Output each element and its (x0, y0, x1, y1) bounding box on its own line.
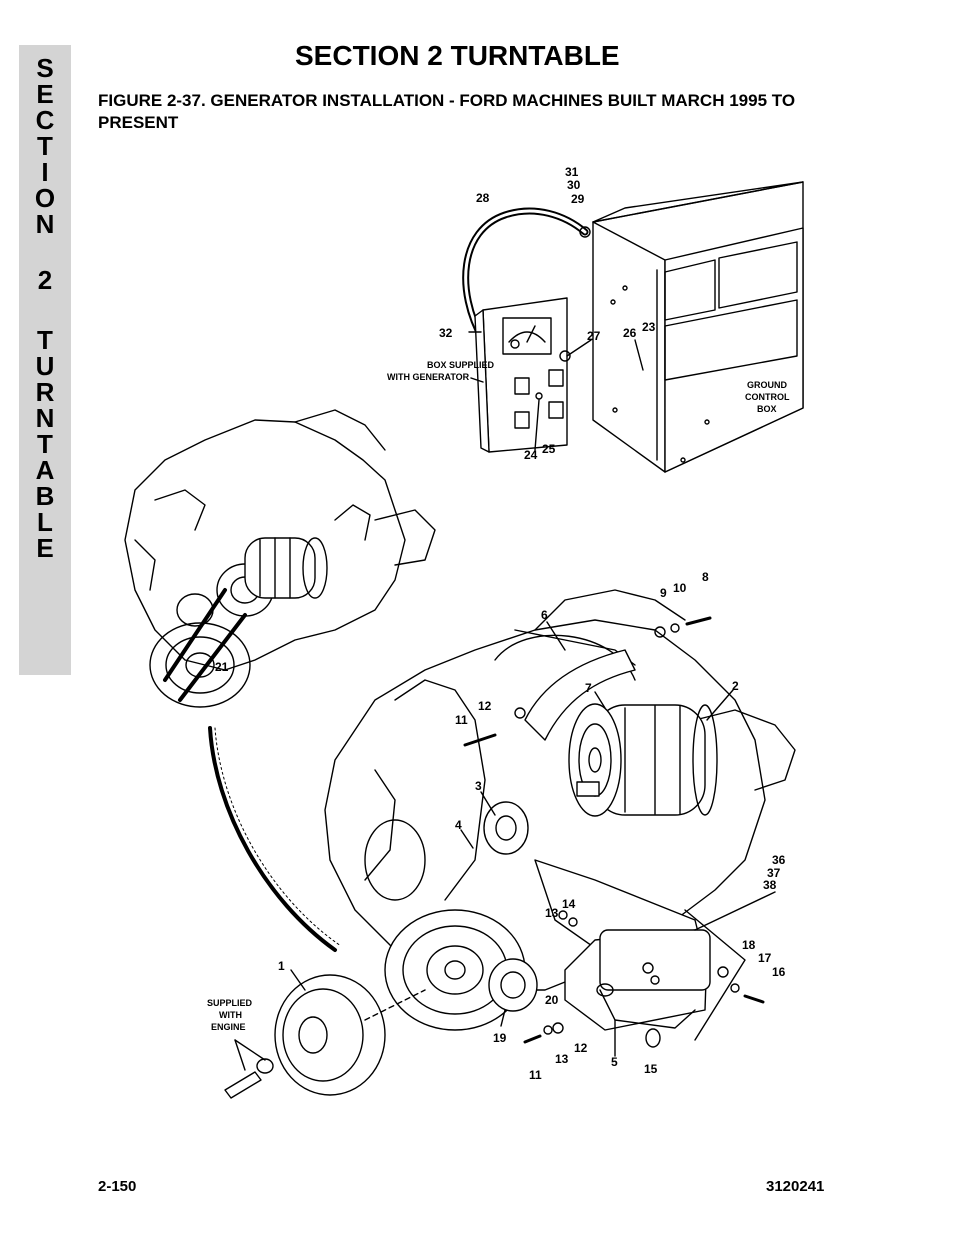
ground-control-box-drawing (592, 181, 804, 473)
callout-label: 36 (772, 853, 786, 867)
callout-label: 10 (673, 581, 687, 595)
note-supplied-engine-line2: WITH (219, 1010, 242, 1020)
page-number: 2-150 (98, 1178, 137, 1195)
callout-label: 12 (574, 1041, 588, 1055)
loose-pulley-drawing (274, 974, 386, 1096)
callout-label: 13 (545, 906, 559, 920)
callout-label: 2 (732, 679, 739, 693)
callout-label: 14 (562, 897, 576, 911)
tab-letter: U (35, 351, 55, 381)
callout-label: 21 (215, 660, 229, 674)
callout-label: 5 (611, 1055, 618, 1069)
callout-label: 7 (585, 681, 592, 695)
engine-small-drawing (124, 409, 436, 708)
tab-letter: N (35, 403, 55, 433)
tab-letter: I (41, 157, 49, 187)
tab-letter: 2 (37, 265, 53, 295)
tab-letter: T (37, 131, 53, 161)
tab-letter: S (36, 53, 54, 83)
engine-main-drawing (324, 589, 796, 1031)
drive-belt-small (163, 588, 247, 702)
side-section-tab: S E C T I O N 2 T U R N T A B L E (19, 45, 71, 675)
tab-letter: T (37, 325, 53, 355)
callout-label: 12 (478, 699, 492, 713)
figure-notes: BOX SUPPLIED WITH GENERATOR GROUND CONTR… (207, 360, 790, 1032)
callout-label: 17 (758, 951, 772, 965)
note-box-supplied-line1: BOX SUPPLIED (427, 360, 495, 370)
note-supplied-engine-line3: ENGINE (211, 1022, 246, 1032)
callout-label: 11 (455, 713, 468, 727)
callout-label: 3 (475, 779, 482, 793)
callout-label: 16 (772, 965, 786, 979)
note-box-supplied-line2: WITH GENERATOR (387, 372, 470, 382)
drive-belt-long (208, 726, 337, 952)
callout-label: 27 (587, 329, 601, 343)
adjusting-link (524, 649, 636, 741)
note-ground-control-line3: BOX (757, 404, 777, 414)
callout-label: 28 (476, 191, 490, 205)
callout-label: 11 (529, 1068, 542, 1082)
callout-label: 38 (763, 878, 777, 892)
callout-label: 19 (493, 1031, 507, 1045)
tab-letter: E (36, 533, 54, 563)
callout-label: 30 (567, 178, 581, 192)
callout-label: 9 (660, 586, 667, 600)
tab-letter: R (35, 377, 55, 407)
tab-letter: E (36, 79, 54, 109)
callout-label: 1 (278, 959, 285, 973)
note-supplied-engine-line1: SUPPLIED (207, 998, 253, 1008)
generator-main-drawing (568, 703, 718, 817)
document-number: 3120241 (766, 1178, 825, 1195)
generator-installation-illustration: BOX SUPPLIED WITH GENERATOR GROUND CONTR… (124, 165, 804, 1099)
tab-letter: B (35, 481, 55, 511)
callout-label: 13 (555, 1052, 569, 1066)
tab-letter: L (37, 507, 53, 537)
tab-letter: A (35, 455, 55, 485)
note-ground-control-line1: GROUND (747, 380, 787, 390)
callout-label: 29 (571, 192, 585, 206)
figure-title: FIGURE 2-37. GENERATOR INSTALLATION - FO… (98, 91, 796, 132)
callout-label: 24 (524, 448, 538, 462)
callout-label: 8 (702, 570, 709, 584)
callout-label: 32 (439, 326, 453, 340)
callout-label: 26 (623, 326, 637, 340)
tab-letter: N (35, 209, 55, 239)
tab-letter: T (37, 429, 53, 459)
mounting-bracket-drawing (534, 859, 746, 1041)
callout-label: 6 (541, 608, 548, 622)
generator-box-drawing (474, 297, 571, 453)
callout-label: 23 (642, 320, 656, 334)
callout-label: 20 (545, 993, 559, 1007)
note-ground-control-line2: CONTROL (745, 392, 790, 402)
tab-letter: C (35, 105, 55, 135)
callout-label: 4 (455, 818, 462, 832)
callout-label: 18 (742, 938, 756, 952)
callout-label: 37 (767, 866, 781, 880)
tab-letter: O (34, 183, 56, 213)
callout-label: 15 (644, 1062, 658, 1076)
callout-numbers: 31 30 29 28 32 27 26 23 24 25 8 10 9 6 2… (215, 165, 786, 1082)
page-title: SECTION 2 TURNTABLE (295, 40, 620, 71)
callout-label: 25 (542, 442, 556, 456)
callout-label: 31 (565, 165, 579, 179)
